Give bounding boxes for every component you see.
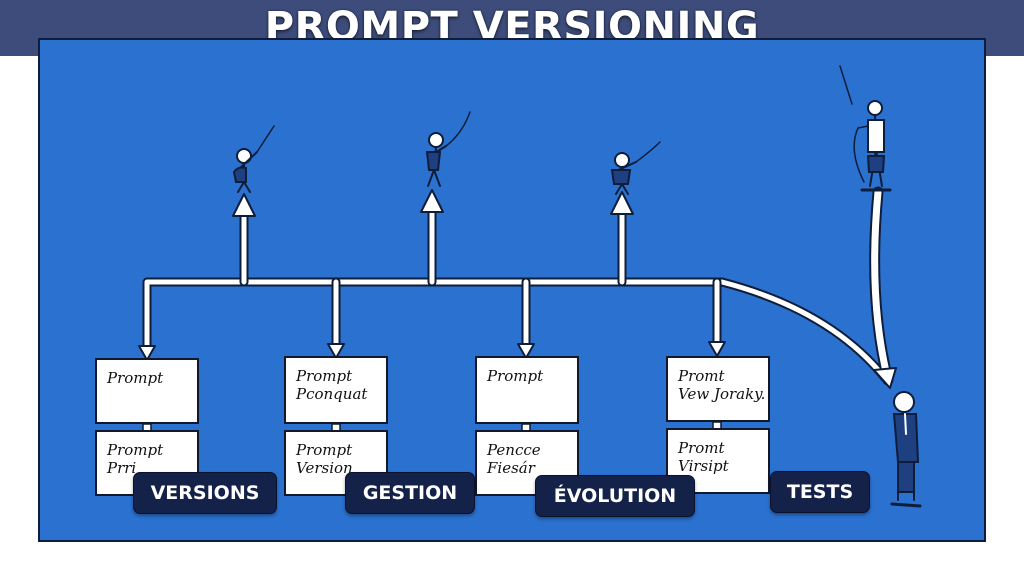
card-line: Prompt [296, 441, 353, 459]
prompt-card-top: Prompt [95, 358, 199, 424]
prompt-card-top: Promt Vew Jorаky. [666, 356, 770, 422]
card-line: Fiesár [487, 459, 535, 477]
card-line: Virsipt [678, 457, 729, 475]
card-line: Vew Jorаky. [678, 385, 766, 403]
badge-tests: TESTS [770, 471, 870, 513]
prompt-card-top: Prompt [475, 356, 579, 424]
card-line: Prompt [296, 367, 353, 385]
card-line: Pconquat [296, 385, 368, 403]
stick-figure-4 [839, 65, 892, 192]
card-line: Prompt [107, 441, 164, 459]
arrow-down-icon [327, 343, 345, 359]
card-line: Promt [678, 439, 725, 457]
prompt-card-top: Prompt Pconquat [284, 356, 388, 424]
card-line: Pencce [487, 441, 541, 459]
card-line: Promt [678, 367, 725, 385]
arrow-down-icon [517, 343, 535, 359]
main-pipe [142, 186, 894, 386]
badge-evolution: ÉVOLUTION [535, 475, 695, 517]
card-line: Prri [107, 459, 137, 477]
stick-figure-3 [610, 141, 661, 195]
stick-figure-5 [890, 391, 922, 508]
card-line: Version [296, 459, 353, 477]
badge-versions: VERSIONS [133, 472, 277, 514]
arrow-down-icon [138, 345, 156, 361]
arrow-down-icon [708, 341, 726, 357]
arrow-heads [138, 189, 897, 389]
card-line: Prompt [487, 367, 544, 385]
arrow-up-icon [610, 191, 634, 215]
stick-figure-1 [232, 125, 275, 193]
stick-figure-2 [425, 111, 471, 187]
card-line: Prompt [107, 369, 164, 387]
badge-gestion: GESTION [345, 472, 475, 514]
arrow-up-icon [420, 189, 444, 213]
arrow-up-icon [232, 193, 256, 217]
arrow-down-icon [873, 367, 897, 389]
card-connectors [142, 421, 722, 433]
